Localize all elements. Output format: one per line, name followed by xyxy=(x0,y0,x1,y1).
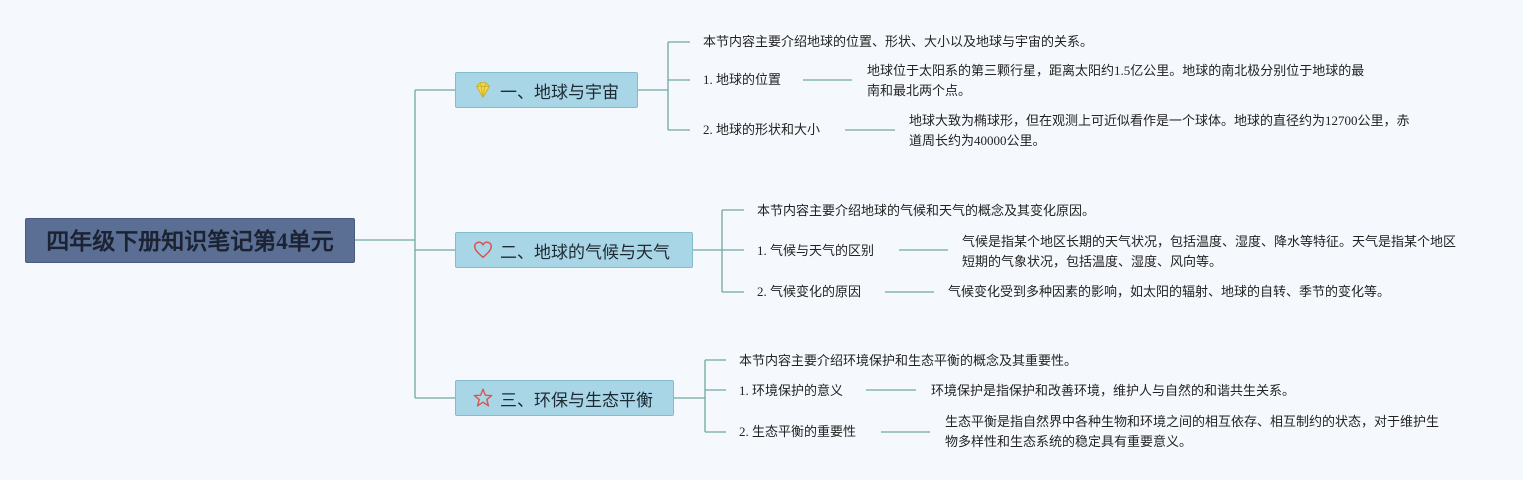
branch-environment-ecology[interactable]: 三、环保与生态平衡 xyxy=(455,380,674,416)
root-topic[interactable]: 四年级下册知识笔记第4单元 xyxy=(25,218,355,263)
branch-2-item-1-label[interactable]: 1. 气候与天气的区别 xyxy=(757,243,875,258)
branch-title: 一、地球与宇宙 xyxy=(500,82,619,103)
branch-climate-weather[interactable]: 二、地球的气候与天气 xyxy=(455,232,693,268)
branch-2-item-2-label[interactable]: 2. 气候变化的原因 xyxy=(757,284,862,299)
branch-3-item-2-desc: 生态平衡是指自然界中各种生物和环境之间的相互依存、相互制约的状态，对于维护生物多… xyxy=(945,414,1440,449)
branch-1-item-2-label[interactable]: 2. 地球的形状和大小 xyxy=(703,122,821,137)
branch-title: 二、地球的气候与天气 xyxy=(500,242,670,263)
branch-3-item-1-desc: 环境保护是指保护和改善环境，维护人与自然的和谐共生关系。 xyxy=(931,383,1296,398)
branch-2-item-1-desc: 气候是指某个地区长期的天气状况，包括温度、湿度、降水等特征。天气是指某个地区短期… xyxy=(962,234,1457,269)
branch-1-item-1-label[interactable]: 1. 地球的位置 xyxy=(703,72,782,87)
branch-2-item-2-desc: 气候变化受到多种因素的影响，如太阳的辐射、地球的自转、季节的变化等。 xyxy=(948,284,1391,299)
branch-1-item-2-desc: 地球大致为椭球形，但在观测上可近似看作是一个球体。地球的直径约为12700公里，… xyxy=(909,113,1410,148)
heart-icon xyxy=(472,239,494,261)
branch-earth-universe[interactable]: 一、地球与宇宙 xyxy=(455,72,638,108)
branch-3-item-2-label[interactable]: 2. 生态平衡的重要性 xyxy=(739,424,857,439)
branch-3-intro: 本节内容主要介绍环境保护和生态平衡的概念及其重要性。 xyxy=(739,353,1078,368)
branch-2-intro: 本节内容主要介绍地球的气候和天气的概念及其变化原因。 xyxy=(757,203,1096,218)
diamond-icon xyxy=(472,79,494,101)
branch-3-item-1-label[interactable]: 1. 环境保护的意义 xyxy=(739,383,844,398)
branch-1-item-1-desc: 地球位于太阳系的第三颗行星，距离太阳约1.5亿公里。地球的南北极分别位于地球的最… xyxy=(867,63,1365,98)
branch-title: 三、环保与生态平衡 xyxy=(500,390,653,411)
branch-1-intro: 本节内容主要介绍地球的位置、形状、大小以及地球与宇宙的关系。 xyxy=(703,34,1094,49)
star-icon xyxy=(472,387,494,409)
